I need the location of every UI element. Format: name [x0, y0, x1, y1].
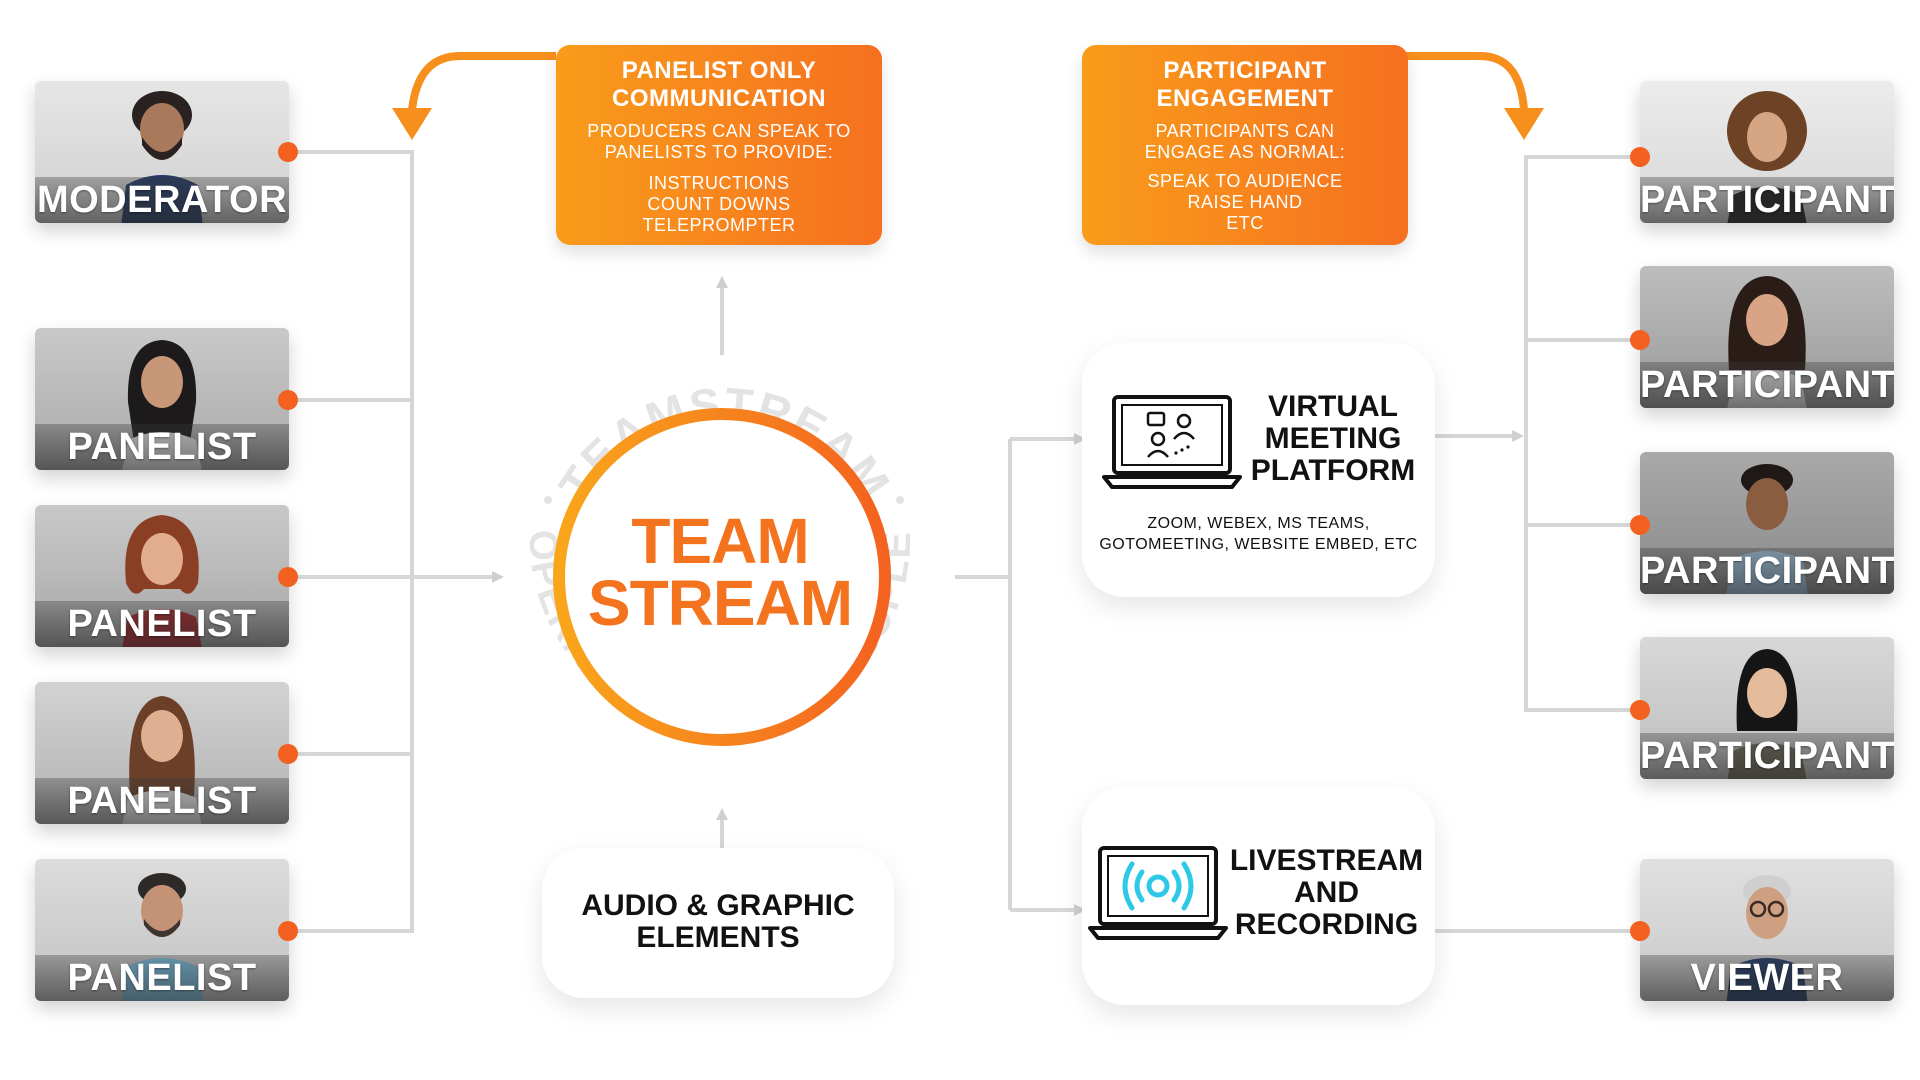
audio-graphic-title: AUDIO & GRAPHIC ELEMENTS	[581, 889, 855, 954]
panelist-box-list: INSTRUCTIONS COUNT DOWNS TELEPROMPTER	[556, 173, 882, 236]
panelist-tile-3[interactable]: PANELIST	[35, 682, 289, 824]
curved-arrow-right	[1406, 52, 1528, 111]
participant-tile-2[interactable]: PARTICIPANT	[1640, 266, 1894, 408]
virtual-platform-title: VIRTUAL MEETING PLATFORM	[1250, 390, 1416, 487]
participant-tile-1[interactable]: PARTICIPANT	[1640, 81, 1894, 223]
viewer-label: VIEWER	[1640, 955, 1894, 1001]
curved-arrow-left-head	[392, 108, 432, 140]
panelist-1-connector-dot	[278, 390, 298, 410]
panelist-3-label: PANELIST	[35, 778, 289, 824]
participant-box-list: SPEAK TO AUDIENCE RAISE HAND ETC	[1082, 171, 1408, 234]
laptop-broadcast-icon	[1088, 846, 1228, 940]
participant-4-connector-dot	[1630, 700, 1650, 720]
livestream-title: LIVESTREAM AND RECORDING	[1229, 844, 1424, 941]
participant-1-label: PARTICIPANT	[1640, 177, 1894, 223]
participant-2-connector-dot	[1630, 330, 1650, 350]
audio-graphic-elements-card[interactable]: AUDIO & GRAPHIC ELEMENTS	[542, 848, 894, 998]
participant-tile-3[interactable]: PARTICIPANT	[1640, 452, 1894, 594]
panelist-4-label: PANELIST	[35, 955, 289, 1001]
moderator-connector-dot	[278, 142, 298, 162]
viewer-connector-dot	[1630, 921, 1650, 941]
list-item: ETC	[1226, 213, 1264, 233]
participant-tile-4[interactable]: PARTICIPANT	[1640, 637, 1894, 779]
participant-engagement-box: PARTICIPANT ENGAGEMENT PARTICIPANTS CAN …	[1082, 45, 1408, 245]
panelist-tile-2[interactable]: PANELIST	[35, 505, 289, 647]
laptop-meeting-icon	[1102, 395, 1242, 489]
moderator-tile[interactable]: MODERATOR	[35, 81, 289, 223]
list-item: INSTRUCTIONS	[648, 173, 790, 193]
viewer-tile[interactable]: VIEWER	[1640, 859, 1894, 1001]
panelist-2-connector-dot	[278, 567, 298, 587]
panelist-tile-1[interactable]: PANELIST	[35, 328, 289, 470]
virtual-meeting-platform-card[interactable]: VIRTUAL MEETING PLATFORM ZOOM, WEBEX, MS…	[1082, 343, 1435, 597]
panelist-box-description: PRODUCERS CAN SPEAK TO PANELISTS TO PROV…	[587, 121, 851, 162]
virtual-platform-subtitle: ZOOM, WEBEX, MS TEAMS, GOTOMEETING, WEBS…	[1099, 515, 1418, 553]
list-item: COUNT DOWNS	[647, 194, 791, 214]
panelist-3-connector-dot	[278, 744, 298, 764]
teamstream-ring	[553, 408, 891, 746]
participant-box-description: PARTICIPANTS CAN ENGAGE AS NORMAL:	[1144, 121, 1346, 162]
moderator-label: MODERATOR	[35, 177, 289, 223]
panelist-4-connector-dot	[278, 921, 298, 941]
curved-arrow-left	[408, 52, 556, 111]
panelist-tile-4[interactable]: PANELIST	[35, 859, 289, 1001]
participant-3-connector-dot	[1630, 515, 1650, 535]
panelist-2-label: PANELIST	[35, 601, 289, 647]
teamstream-title: TEAM STREAM	[587, 505, 853, 639]
list-item: SPEAK TO AUDIENCE	[1147, 171, 1343, 191]
panelist-communication-box: PANELIST ONLY COMMUNICATION PRODUCERS CA…	[556, 45, 882, 245]
participant-4-label: PARTICIPANT	[1640, 733, 1894, 779]
list-item: TELEPROMPTER	[642, 215, 796, 235]
curved-arrow-right-head	[1504, 108, 1544, 140]
panelist-box-title: PANELIST ONLY COMMUNICATION	[611, 57, 827, 112]
list-item: RAISE HAND	[1187, 192, 1303, 212]
participant-box-title: PARTICIPANT ENGAGEMENT	[1156, 57, 1334, 112]
participant-1-connector-dot	[1630, 147, 1650, 167]
participant-3-label: PARTICIPANT	[1640, 548, 1894, 594]
participant-2-label: PARTICIPANT	[1640, 362, 1894, 408]
livestream-recording-card[interactable]: LIVESTREAM AND RECORDING	[1082, 787, 1435, 1005]
panelist-1-label: PANELIST	[35, 424, 289, 470]
